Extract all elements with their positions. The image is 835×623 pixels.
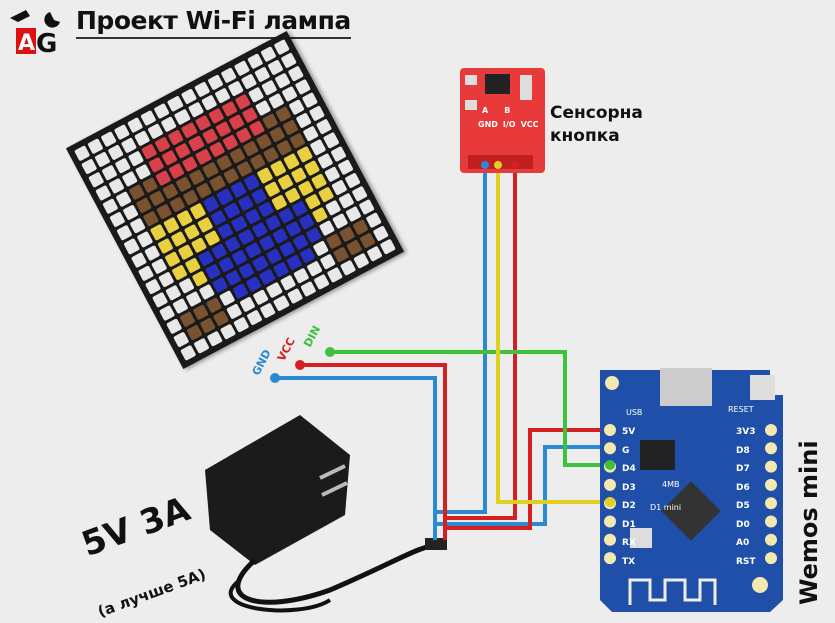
header-pin [604,442,616,455]
header-pin [765,533,777,546]
pin-label: RX [622,538,636,548]
header-pin [765,478,777,491]
pin-label: D6 [736,482,750,493]
svg-text:G: G [36,29,57,58]
pin-label: D3 [622,482,636,493]
header-pin [604,515,616,528]
pad-b: B [504,106,511,115]
power-adapter-icon [205,415,447,613]
pin-label: RST [736,556,756,567]
header-pin [765,552,777,565]
silk-reset: RESET [728,405,754,414]
silk-flash: 4MB [662,480,680,489]
button-pin-labels: GND I/O VCC [478,120,539,129]
pin-vcc: VCC [520,120,539,129]
header-pin [765,497,777,510]
pin-label: D1 [622,519,636,530]
page-title: Проект Wi-Fi лампа [76,6,351,39]
pin-label: G [622,445,630,456]
pin-label: D7 [736,464,750,474]
header-pin [765,442,777,455]
silk-usb: USB [626,408,643,417]
header-pin [765,460,777,473]
pin-label: 5V [622,427,636,437]
pin-io: I/O [502,120,516,129]
pin-label: 3V3 [736,427,756,437]
button-label: Сенсорна кнопка [550,103,643,146]
pin-label: D2 [622,501,636,511]
pin-label: A0 [736,538,750,548]
wemos-label: Wemos mini [795,440,823,605]
header-pin [604,424,616,436]
pin-label: D4 [622,464,636,474]
svg-text:A: A [18,31,35,56]
wemos-board [600,368,783,612]
header-pin [604,478,616,491]
pad-a: A [482,106,489,115]
pin-label: D0 [736,519,750,530]
pin-label: TX [622,556,636,567]
pin-label: D5 [736,501,750,511]
header-pin [604,533,616,546]
header-pin [765,424,777,436]
pin-label: D8 [736,445,750,456]
silk-name: D1 mini [650,503,682,512]
touch-button-module [460,68,545,173]
logo-icon: A G [10,10,60,58]
header-pin [604,552,616,565]
header-pin [765,515,777,528]
pin-gnd: GND [478,120,498,129]
